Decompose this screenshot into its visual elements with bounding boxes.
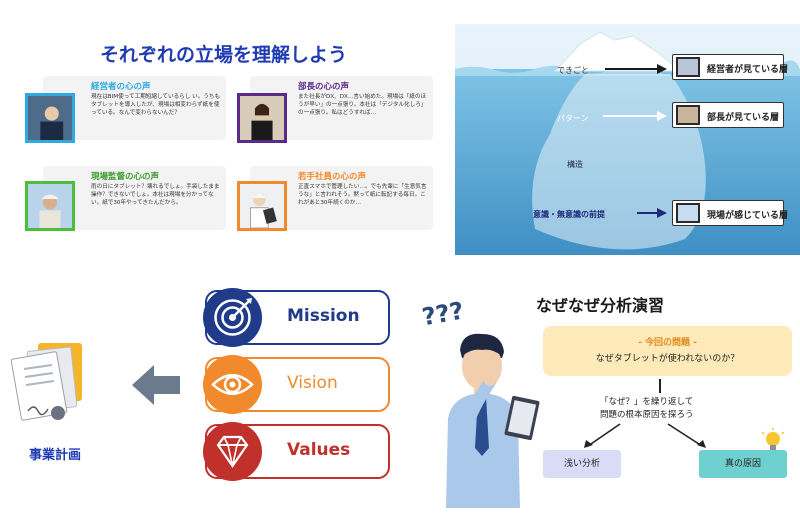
documents-icon [10,343,82,421]
question-marks: ??? [419,296,466,332]
iceberg-level-label: 意識・無意識の前提 [533,210,605,219]
root-cause-box: 真の原因 [699,450,787,478]
ceo-photo [25,93,75,143]
values-pill: Values [203,422,390,481]
ceo-thumbnail [676,57,700,77]
business-plan-label: 事業計画 [29,448,82,463]
site-thumbnail [676,203,700,223]
layer-box-label: 経営者が見ている層 [707,65,789,75]
voice-card-name: 経営者の心の声 [91,82,151,92]
voice-card-text: また社長がDX、DX…言い始めた。現場は「紙のほうが早い」の一点張り。本社は「デ… [298,94,427,116]
arrow-left-icon [132,365,180,405]
layer-box-site: 現場が感じている層 [672,200,788,226]
values-label: Values [287,440,351,460]
voice-card-text: 雨の日にタブレット？壊れるでしょ。手袋したまま操作？できないでしょ。本社は現場を… [91,184,220,206]
vision-pill: Vision [203,355,390,414]
why-instruction: 「なぜ？」を繰り返して 問題の根本原因を探ろう [600,396,694,422]
voice-card-text: 正直スマホで管理したい…。でも先輩に「生意気言うな」と言われそう。黙って紙に転記… [298,184,427,206]
iceberg-level-label: パターン [557,114,589,123]
diamond-icon [203,422,262,481]
iceberg-diagram: できごと パターン 構造 意識・無意識の前提 経営者が見ている層 部長が見ている… [455,24,800,255]
problem-box: - 今回の問題 - なぜタブレットが使われないのか？ [543,326,792,376]
iceberg-level-label: 構造 [567,160,583,169]
iceberg-level-label: できごと [557,66,589,75]
voice-card-name: 部長の心の声 [298,82,350,92]
eye-icon [203,355,262,414]
layer-box-ceo: 経営者が見ている層 [672,54,788,80]
mission-label: Mission [287,306,360,326]
shallow-analysis-box: 浅い分析 [543,450,621,478]
voice-card-name: 現場監督の心の声 [91,172,160,182]
mission-pill: Mission [203,288,390,347]
why-analysis-title: なぜなぜ分析演習 [536,296,665,315]
layer-box-label: 部長が見ている層 [707,113,780,123]
lightbulb-icon [761,428,785,450]
manager-photo [237,93,287,143]
layer-box-manager: 部長が見ている層 [672,102,784,128]
thinking-man-illustration [446,333,540,508]
supervisor-photo [25,181,75,231]
voice-card-text: 現在はBIM使って工期短縮しているらし い。うちもタブレットを導入したが、現場は… [91,94,221,116]
young-employee-photo [237,181,287,231]
vision-label: Vision [287,373,338,393]
problem-heading: - 今回の問題 - [638,338,697,348]
voices-title: それぞれの立場を理解しよう [100,44,348,66]
problem-question: なぜタブレットが使われないのか？ [595,354,740,364]
connector-line [659,379,661,393]
layer-box-label: 現場が感じている層 [707,211,789,221]
target-icon [203,288,262,347]
manager-thumbnail [676,105,700,125]
iceberg-arrows [603,64,667,218]
branch-arrows [584,423,706,448]
why-instruction-line: 問題の根本原因を探ろう [600,410,694,420]
why-instruction-line: 「なぜ？」を繰り返して [600,397,694,407]
voice-card-name: 若手社員の心の声 [298,172,367,182]
